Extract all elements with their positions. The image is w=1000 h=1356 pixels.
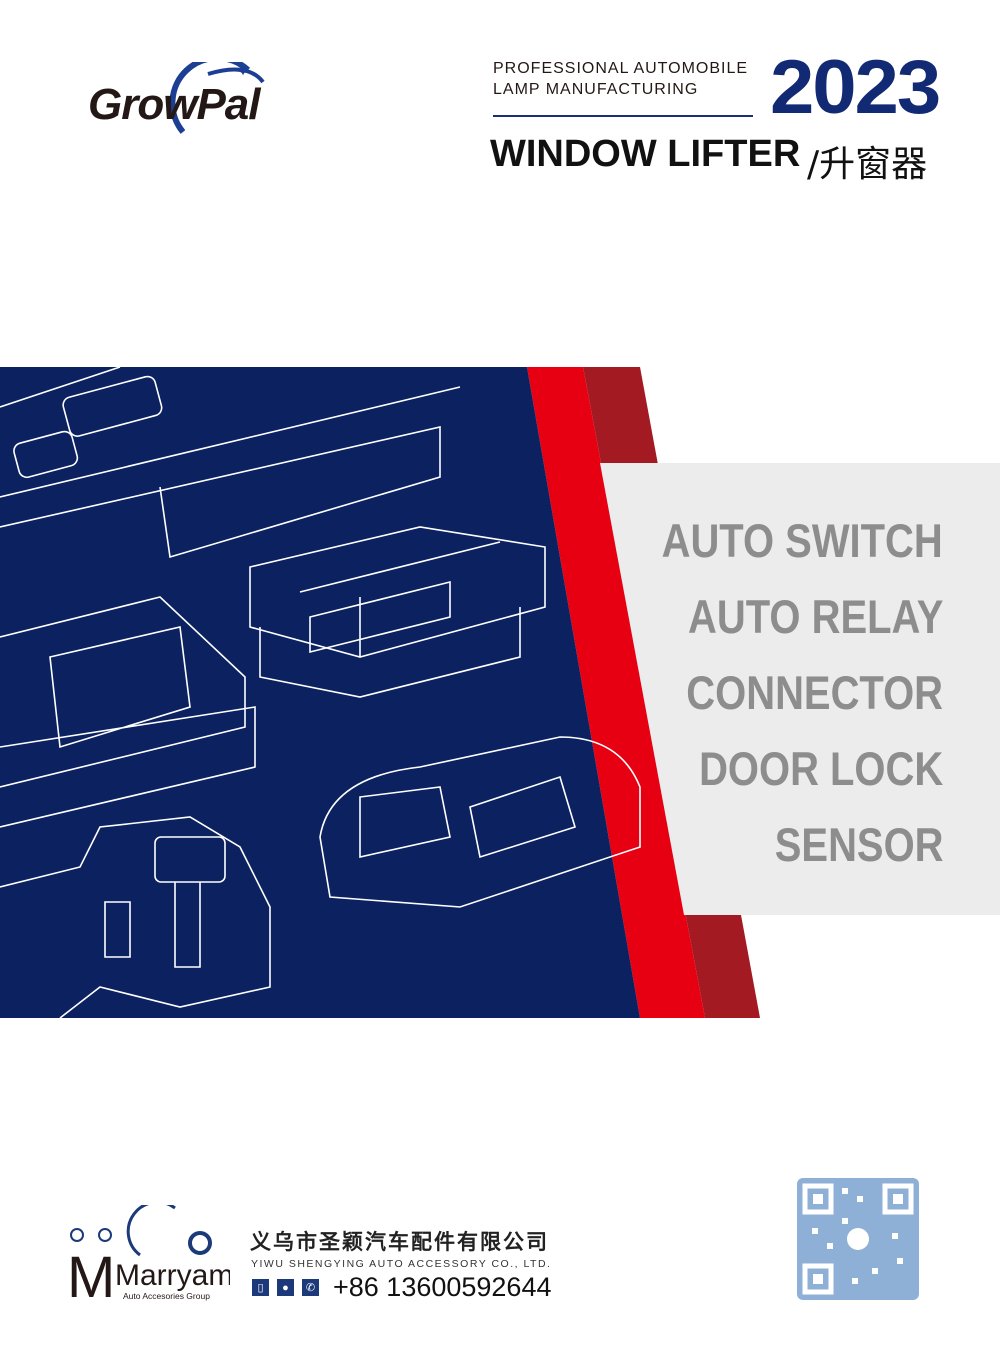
svg-text:M: M bbox=[67, 1245, 115, 1305]
company-name-en: YIWU SHENGYING AUTO ACCESSORY CO., LTD. bbox=[251, 1258, 552, 1270]
red-stripe bbox=[527, 367, 705, 1018]
switch-line-art bbox=[0, 367, 641, 1018]
phone-icon: ▯ bbox=[252, 1279, 269, 1296]
category-auto-switch: AUTO SWITCH bbox=[661, 514, 943, 567]
wechat-icon: ● bbox=[277, 1279, 294, 1296]
svg-text:✦: ✦ bbox=[238, 65, 248, 79]
tagline-line1: PROFESSIONAL AUTOMOBILE bbox=[493, 60, 749, 77]
category-auto-relay: AUTO RELAY bbox=[687, 590, 943, 643]
catalog-title-cn: /升窗器 bbox=[807, 144, 928, 185]
phone-number: +86 13600592644 bbox=[333, 1272, 552, 1302]
qr-code[interactable] bbox=[797, 1178, 919, 1300]
catalog-title: WINDOW LIFTER bbox=[490, 133, 801, 175]
tagline-line2: LAMP MANUFACTURING bbox=[493, 81, 699, 98]
catalog-year: 2023 bbox=[770, 45, 941, 130]
company-name-cn: 义乌市圣颖汽车配件有限公司 bbox=[250, 1229, 549, 1254]
brand-logo-text: GrowPal bbox=[88, 80, 260, 129]
marryam-sub: Auto Accesories Group bbox=[123, 1291, 210, 1301]
category-panel bbox=[600, 463, 1000, 915]
category-door-lock: DOOR LOCK bbox=[698, 742, 943, 795]
divider bbox=[493, 115, 753, 117]
category-sensor: SENSOR bbox=[774, 818, 943, 871]
category-connector: CONNECTOR bbox=[686, 666, 943, 719]
marryam-wordmark: Marryam bbox=[115, 1259, 230, 1292]
growpal-logo-swoosh: ✦ bbox=[169, 62, 265, 134]
contact-icons: ▯ ● ✆ bbox=[252, 1279, 319, 1296]
whatsapp-icon: ✆ bbox=[302, 1279, 319, 1296]
marryam-logo: M Marryam Auto Accesories Group bbox=[67, 1205, 230, 1305]
